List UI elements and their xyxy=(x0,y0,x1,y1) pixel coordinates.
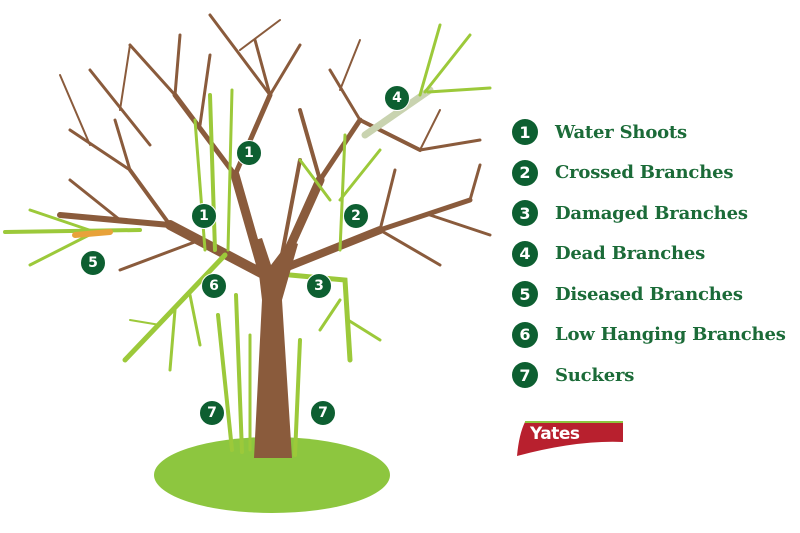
marker-water-shoots: 1 xyxy=(236,140,262,166)
legend: 1 Water Shoots 2 Crossed Branches 3 Dama… xyxy=(512,112,786,396)
legend-label: Dead Branches xyxy=(555,243,706,265)
diseased-branch xyxy=(3,208,142,267)
marker-crossed-branches: 2 xyxy=(343,203,369,229)
legend-item-water-shoots: 1 Water Shoots xyxy=(512,112,786,153)
legend-item-crossed-branches: 2 Crossed Branches xyxy=(512,153,786,194)
number-badge: 3 xyxy=(512,200,538,227)
dead-branch xyxy=(361,86,434,139)
tree-branches xyxy=(57,13,492,285)
marker-suckers: 7 xyxy=(199,400,225,426)
legend-item-low-hanging-branches: 6 Low Hanging Branches xyxy=(512,315,786,356)
marker-diseased-branches: 5 xyxy=(80,250,106,276)
number-badge: 1 xyxy=(512,119,538,146)
legend-label: Water Shoots xyxy=(555,121,687,143)
suckers xyxy=(216,293,302,457)
legend-item-suckers: 7 Suckers xyxy=(512,355,786,396)
number-badge: 5 xyxy=(512,281,538,308)
marker-suckers: 7 xyxy=(310,400,336,426)
yates-logo xyxy=(517,421,623,456)
legend-label: Low Hanging Branches xyxy=(555,324,786,346)
legend-label: Diseased Branches xyxy=(555,283,743,305)
legend-item-damaged-branches: 3 Damaged Branches xyxy=(512,193,786,234)
legend-item-diseased-branches: 5 Diseased Branches xyxy=(512,274,786,315)
marker-dead-branches: 4 xyxy=(384,85,410,111)
dead-branch-tips xyxy=(418,23,492,97)
marker-low-hanging-branches: 6 xyxy=(201,273,227,299)
legend-label: Damaged Branches xyxy=(555,202,748,224)
marker-water-shoots: 1 xyxy=(191,203,217,229)
marker-damaged-branches: 3 xyxy=(306,273,332,299)
legend-label: Crossed Branches xyxy=(555,162,734,184)
ground-mound xyxy=(154,437,390,513)
damaged-branch xyxy=(287,272,382,363)
logo-text: Yates xyxy=(530,424,580,444)
legend-label: Suckers xyxy=(555,364,635,386)
number-badge: 7 xyxy=(512,362,538,389)
number-badge: 6 xyxy=(512,321,538,348)
number-badge: 2 xyxy=(512,159,538,186)
number-badge: 4 xyxy=(512,240,538,267)
trunk xyxy=(254,238,298,458)
low-hanging-branch xyxy=(122,252,228,372)
legend-item-dead-branches: 4 Dead Branches xyxy=(512,234,786,275)
